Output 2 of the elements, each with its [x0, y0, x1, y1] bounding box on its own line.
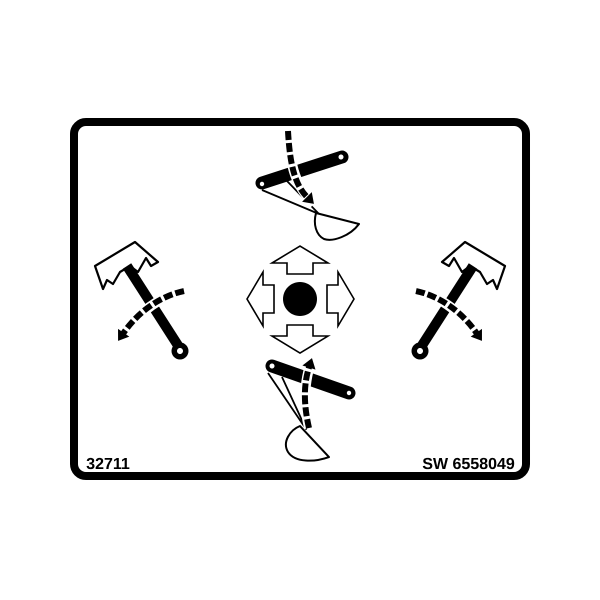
part-number: 32711: [86, 458, 130, 470]
part-number: SW 6558049: [422, 458, 514, 470]
